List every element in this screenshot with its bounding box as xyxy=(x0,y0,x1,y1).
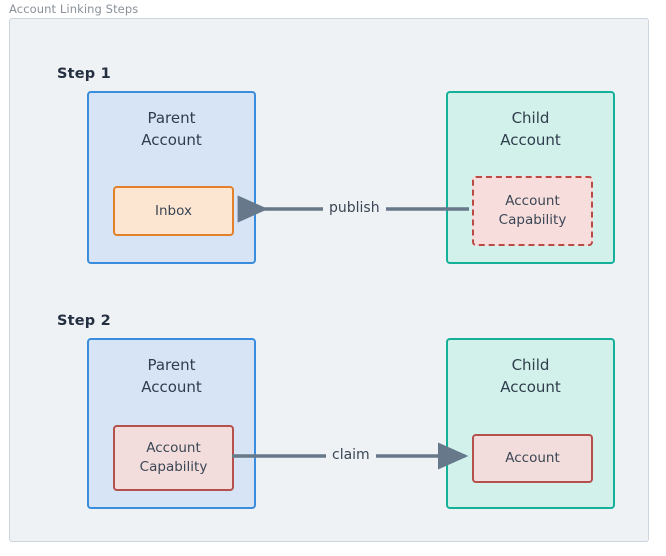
step-1-parent-account-box: Parent Account Inbox xyxy=(87,91,256,264)
step-2-child-account-box: Child Account Account xyxy=(446,338,615,509)
step-2-claim-arrow xyxy=(232,442,469,470)
step-1-child-account-capability-box: Account Capability xyxy=(472,176,593,246)
diagram-frame: Step 1 Parent Account Inbox Child Accoun… xyxy=(9,18,649,542)
step-2-parent-account-title: Parent Account xyxy=(141,356,202,396)
step-1-child-account-box: Child Account Account Capability xyxy=(446,91,615,264)
step-1-parent-account-title: Parent Account xyxy=(141,109,202,149)
step-2-parent-account-capability-box: Account Capability xyxy=(113,425,234,491)
step-2-arrow-label: claim xyxy=(326,447,376,463)
step-2-parent-account-capability-label: Account Capability xyxy=(139,440,208,475)
step-2-child-account-title: Child Account xyxy=(500,356,561,396)
step-1-parent-inbox-box: Inbox xyxy=(113,186,234,236)
step-1-arrow-label: publish xyxy=(323,200,386,216)
step-1-parent-inbox-label: Inbox xyxy=(155,202,192,219)
step-2-parent-account-box: Parent Account Account Capability xyxy=(87,338,256,509)
step-2-child-account-box-inner: Account xyxy=(472,434,593,483)
figure-caption: Account Linking Steps xyxy=(9,2,139,16)
step-2-child-account-label: Account xyxy=(505,450,560,466)
step-1-child-account-title: Child Account xyxy=(500,109,561,149)
step-1-child-account-capability-label: Account Capability xyxy=(498,193,567,228)
step-2-heading: Step 2 xyxy=(57,313,111,329)
step-1-heading: Step 1 xyxy=(57,66,111,82)
